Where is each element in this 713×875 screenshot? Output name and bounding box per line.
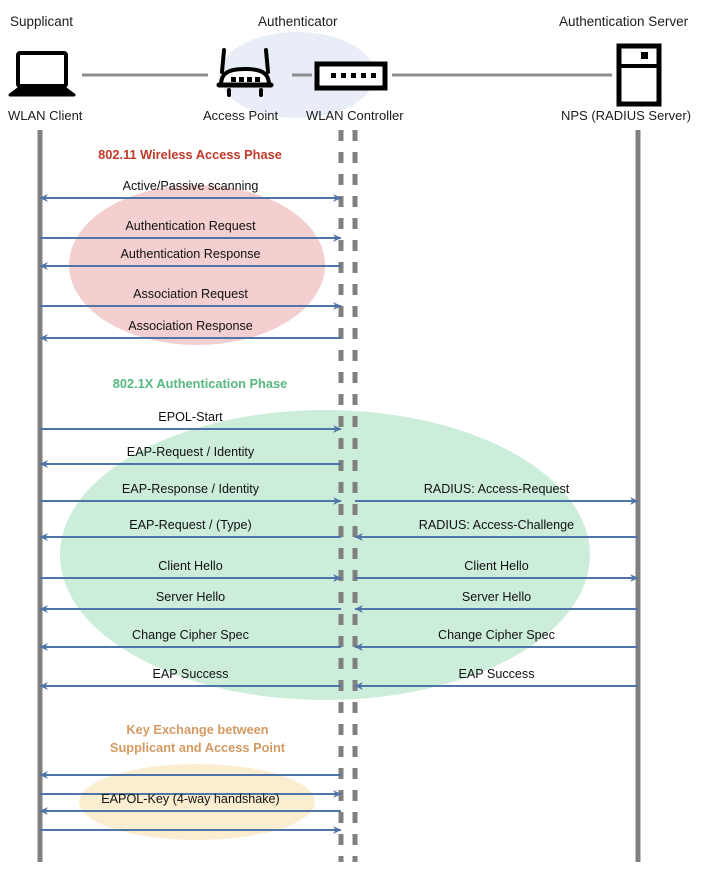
message-left-label: Client Hello: [158, 559, 223, 573]
message-left-label: EAP-Request / Identity: [126, 445, 255, 459]
role-label-auth-server: Authentication Server: [559, 14, 689, 29]
controller-box-icon: [314, 61, 388, 91]
message-left-label: EPOL-Start: [158, 410, 223, 424]
role-label-authenticator: Authenticator: [258, 14, 338, 29]
message-left-label: Association Request: [133, 287, 248, 301]
phase-key-line1: Key Exchange between: [126, 722, 269, 737]
phase-label-key-exchange: Key Exchange between Supplicant and Acce…: [60, 721, 335, 757]
device-label-wlan-client: WLAN Client: [8, 108, 83, 123]
message-left-label: Authentication Response: [120, 247, 261, 261]
message-right-label: RADIUS: Access-Challenge: [418, 518, 575, 532]
phase-key-line2: Supplicant and Access Point: [109, 740, 286, 755]
device-label-nps: NPS (RADIUS Server): [561, 108, 692, 123]
message-left-label: Authentication Request: [125, 219, 256, 233]
server-tower-icon: [616, 43, 662, 107]
message-right-label: EAP Success: [458, 667, 535, 681]
message-left-label: Server Hello: [155, 590, 226, 604]
laptop-icon: [8, 51, 76, 97]
message-left-label: Change Cipher Spec: [132, 628, 249, 642]
message-left-label: Association Response: [128, 319, 253, 333]
message-right-label: Client Hello: [464, 559, 529, 573]
message-left-label: Active/Passive scanning: [122, 179, 259, 193]
phase-8021x-ellipse: [60, 410, 590, 700]
message-key-label: EAPOL-Key (4-way handshake): [101, 792, 280, 806]
phase-key-ellipse: [79, 764, 315, 840]
message-right-label: RADIUS: Access-Request: [423, 482, 570, 496]
message-arrows: [39, 194, 639, 834]
message-left-label: EAP Success: [152, 667, 229, 681]
message-left-label: EAP-Response / Identity: [121, 482, 260, 496]
phase-label-8021x: 802.1X Authentication Phase: [112, 376, 288, 391]
message-right-label: Server Hello: [461, 590, 532, 604]
device-label-access-point: Access Point: [203, 108, 279, 123]
message-right-label: Change Cipher Spec: [438, 628, 555, 642]
message-left-label: EAP-Request / (Type): [129, 518, 252, 532]
role-label-supplicant: Supplicant: [10, 14, 74, 29]
device-label-wlan-controller: WLAN Controller: [306, 108, 404, 123]
wireless-router-icon: [216, 48, 274, 97]
phase-label-80211: 802.11 Wireless Access Phase: [98, 147, 282, 162]
